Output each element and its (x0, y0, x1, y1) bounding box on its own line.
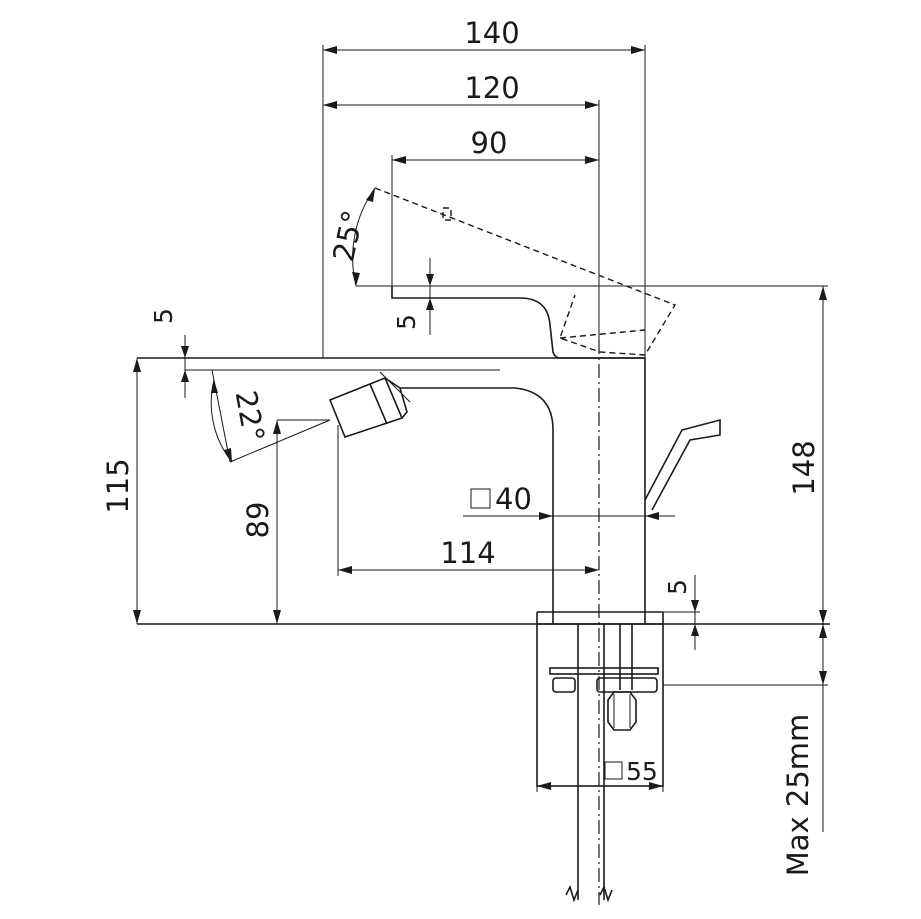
aerator-dash (379, 371, 411, 403)
dim-label-90: 90 (471, 126, 508, 160)
dim-label-5-base: 5 (663, 579, 692, 595)
arrowhead (224, 448, 232, 462)
aerator-block (328, 376, 404, 438)
arrowhead (426, 274, 434, 286)
dim-label-max25: Max 25mm (781, 714, 815, 877)
arrowhead (819, 671, 827, 685)
aerator-divider (369, 383, 388, 425)
dim-label-148: 148 (787, 440, 821, 495)
arrowhead (133, 610, 141, 624)
arrowhead (539, 512, 553, 520)
nut-right (596, 677, 658, 693)
break-mark (599, 884, 613, 903)
arrowhead (537, 782, 551, 790)
arrowhead (691, 624, 699, 636)
dim-label-140: 140 (464, 16, 519, 50)
dim-label-114: 114 (440, 536, 495, 570)
arrowhead (585, 101, 599, 109)
dim-label-89: 89 (241, 502, 275, 539)
lever-detail-dashed (442, 207, 452, 221)
nut-left (552, 677, 576, 693)
dim-label-5-lever: 5 (392, 314, 421, 330)
dim-label-5-top: 5 (149, 308, 178, 324)
arrowhead (819, 610, 827, 624)
spout-top-curve (400, 387, 554, 624)
arrowhead (819, 286, 827, 300)
arrowhead (585, 156, 599, 164)
break-mark (565, 884, 579, 903)
square-symbol-55 (604, 761, 623, 780)
lever-handle-raised-dashed (374, 187, 677, 356)
arrowhead (366, 188, 375, 202)
dim-label-115: 115 (101, 458, 135, 513)
arrowhead (585, 566, 599, 574)
arrowhead (645, 512, 659, 520)
square-symbol-40 (470, 488, 491, 509)
arrowhead (133, 358, 141, 372)
arrowhead (273, 610, 281, 624)
dim-label-40: 40 (495, 482, 532, 516)
aerator-neck (384, 377, 408, 419)
arrowhead (631, 46, 645, 54)
dim-label-22deg: 22° (229, 388, 271, 445)
arrowhead (211, 380, 218, 393)
arrowhead (338, 566, 352, 574)
spout-axis-line (229, 419, 331, 463)
arrowhead (352, 272, 360, 286)
dim-label-55: 55 (626, 757, 658, 786)
dim-label-25deg: 25° (326, 207, 370, 264)
arrowhead (181, 370, 189, 382)
side-lever (644, 418, 721, 511)
arrowhead (691, 600, 699, 612)
arrowhead (426, 298, 434, 310)
hex-nut (607, 691, 637, 731)
arrowhead (649, 782, 663, 790)
arrowhead (392, 156, 406, 164)
arrowhead (273, 420, 281, 434)
arrowhead (323, 46, 337, 54)
dim-label-120: 120 (464, 71, 519, 105)
arrowhead (323, 101, 337, 109)
arrowhead (819, 624, 827, 638)
arrowhead (181, 346, 189, 358)
lever-dashed-edge (559, 329, 646, 339)
lever-handle (391, 286, 645, 359)
washer (549, 667, 659, 675)
